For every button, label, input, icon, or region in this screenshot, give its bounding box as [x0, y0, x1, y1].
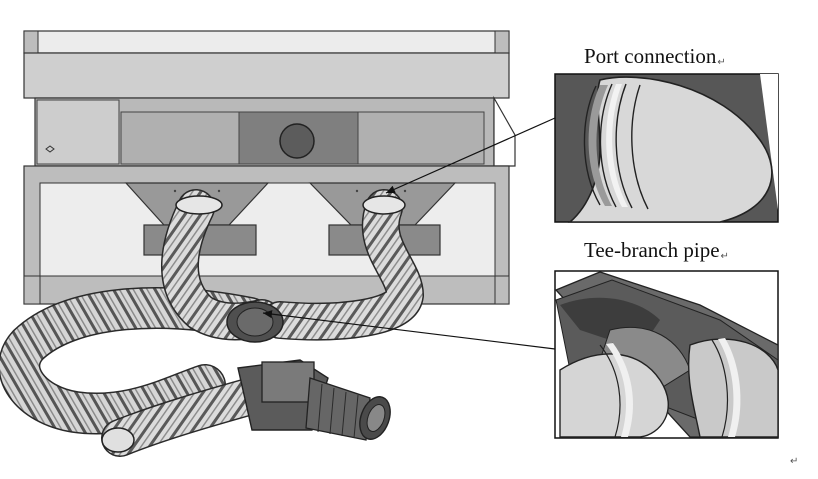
tee-branch-pipe-text: Tee-branch pipe	[584, 238, 720, 262]
arrow-tee-branch	[262, 310, 556, 350]
paragraph-mark-icon: ↵	[720, 251, 729, 262]
inset-port-connection	[554, 73, 779, 223]
machine-housing	[23, 30, 516, 305]
inset-tee-branch-pipe	[554, 270, 779, 439]
leader-arrows	[262, 117, 556, 350]
arrow-port-connection	[385, 117, 556, 194]
hose-assembly	[0, 189, 425, 457]
fan-unit	[237, 359, 391, 441]
paragraph-mark-icon: ↵	[717, 57, 726, 68]
label-port-connection: Port connection↵	[584, 46, 726, 68]
port-connection-text: Port connection	[584, 44, 717, 68]
label-tee-branch-pipe: Tee-branch pipe↵	[584, 240, 729, 262]
paragraph-mark-icon: ↵	[790, 456, 799, 467]
